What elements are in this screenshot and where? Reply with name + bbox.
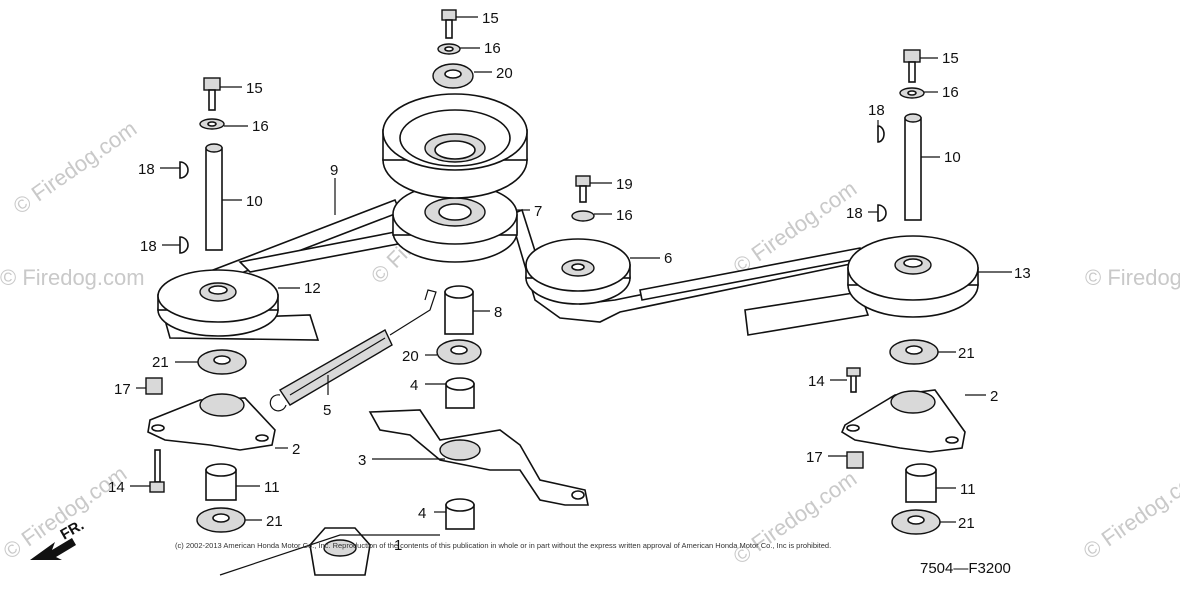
callout-labels: 15 16 20 15 16 15 16 18 10 18 9 7 19 16 … <box>108 10 1031 554</box>
callout-16: 16 <box>942 84 959 101</box>
callout-18: 18 <box>846 205 863 222</box>
callout-16: 16 <box>616 207 633 224</box>
callout-15: 15 <box>482 10 499 27</box>
callout-2: 2 <box>292 441 300 458</box>
bushing-4-bottom <box>445 498 475 530</box>
callout-17: 17 <box>114 381 131 398</box>
callout-2: 2 <box>990 388 998 405</box>
callout-21: 21 <box>958 515 975 532</box>
watermark-diag-5: © Firedog.com <box>729 466 862 569</box>
callout-21: 21 <box>152 354 169 371</box>
callout-21: 21 <box>266 513 283 530</box>
callout-6: 6 <box>664 250 672 267</box>
callout-14: 14 <box>108 479 125 496</box>
callout-15: 15 <box>942 50 959 67</box>
right-shaft <box>877 49 925 222</box>
callout-4: 4 <box>410 377 418 394</box>
watermark-diag-6: © Firedog.com <box>1079 461 1180 564</box>
callout-20: 20 <box>402 348 419 365</box>
callout-10: 10 <box>246 193 263 210</box>
callout-15: 15 <box>246 80 263 97</box>
callout-13: 13 <box>1014 265 1031 282</box>
spring-5 <box>269 289 437 412</box>
diagram-code: 7504—F3200 <box>920 560 1011 577</box>
right-pulley-13 <box>847 235 979 318</box>
belt-9 <box>163 198 402 341</box>
callout-10: 10 <box>944 149 961 166</box>
callout-19: 19 <box>616 176 633 193</box>
callout-18: 18 <box>140 238 157 255</box>
callout-11: 11 <box>264 479 280 496</box>
left-shaft <box>179 77 225 254</box>
callout-20: 20 <box>496 65 513 82</box>
copyright-notice: (c) 2002-2013 American Honda Motor Co., … <box>175 541 831 550</box>
callout-7: 7 <box>534 203 542 220</box>
callout-18: 18 <box>868 102 885 119</box>
watermark-left: © Firedog.com <box>0 265 145 290</box>
left-lower-stack <box>145 349 276 533</box>
callout-16: 16 <box>252 118 269 135</box>
center-stack <box>436 285 482 409</box>
callout-21: 21 <box>958 345 975 362</box>
leader-lines <box>130 16 1012 523</box>
center-hardware <box>432 9 474 89</box>
callout-16: 16 <box>484 40 501 57</box>
callout-8: 8 <box>494 304 502 321</box>
callout-17: 17 <box>806 449 823 466</box>
callout-1: 1 <box>394 537 402 554</box>
callout-3: 3 <box>358 452 366 469</box>
drive-pulley-7 <box>392 183 518 263</box>
idler-hardware <box>571 175 595 222</box>
callout-5: 5 <box>323 402 331 419</box>
drive-pulley-top <box>382 93 528 199</box>
watermark-right: © Firedog.com <box>1085 265 1180 290</box>
callout-14: 14 <box>808 373 825 390</box>
left-pulley-12 <box>157 269 279 337</box>
watermark-diag-1: © Firedog.com <box>9 116 142 219</box>
idler-pulley-6 <box>525 238 631 305</box>
callout-12: 12 <box>304 280 321 297</box>
bracket-3 <box>368 409 589 506</box>
callout-18: 18 <box>138 161 155 178</box>
right-lower-stack <box>840 339 966 535</box>
cap-1 <box>219 527 440 576</box>
callout-11: 11 <box>960 481 976 498</box>
callout-9: 9 <box>330 162 338 179</box>
callout-4: 4 <box>418 505 426 522</box>
